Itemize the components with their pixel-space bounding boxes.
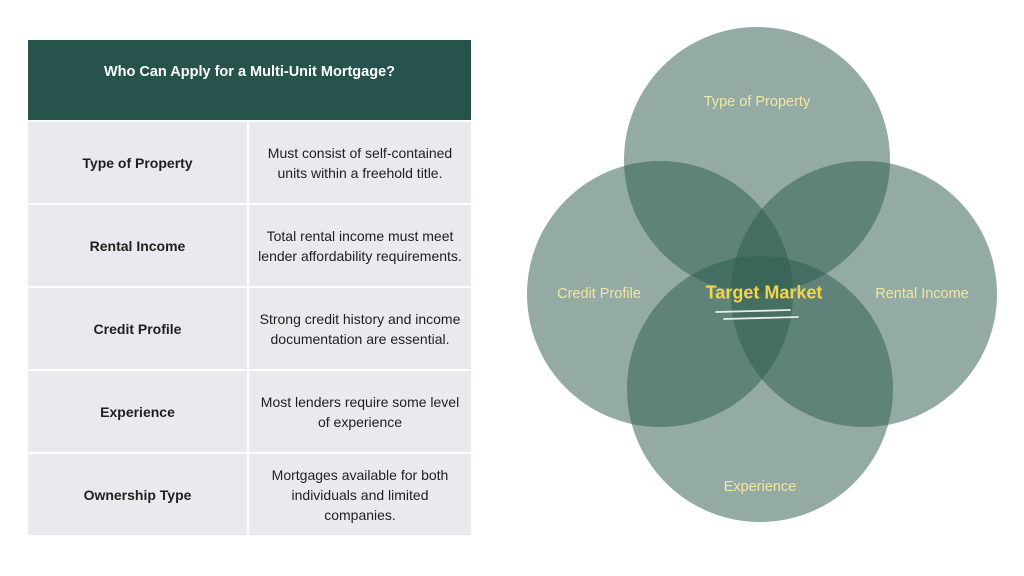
venn-label-right: Rental Income	[875, 286, 969, 302]
row-label: Rental Income	[28, 205, 247, 286]
venn-label-top: Type of Property	[703, 94, 811, 110]
row-label: Experience	[28, 371, 247, 452]
row-label: Credit Profile	[28, 288, 247, 369]
venn-circle-bottom	[627, 256, 893, 522]
table-title: Who Can Apply for a Multi-Unit Mortgage?	[28, 40, 471, 120]
row-description: Must consist of self-contained units wit…	[249, 122, 471, 203]
row-description: Strong credit history and income documen…	[249, 288, 471, 369]
row-description: Mortgages available for both individuals…	[249, 454, 471, 535]
underline-strokes	[715, 309, 799, 320]
row-label: Ownership Type	[28, 454, 247, 535]
row-description: Total rental income must meet lender aff…	[249, 205, 471, 286]
row-label: Type of Property	[28, 122, 247, 203]
row-description: Most lenders require some level of exper…	[249, 371, 471, 452]
venn-label-bottom: Experience	[723, 479, 797, 495]
venn-label-left: Credit Profile	[557, 286, 641, 302]
venn-center-label: Target Market	[705, 282, 823, 303]
eligibility-table: Who Can Apply for a Multi-Unit Mortgage?…	[28, 40, 471, 535]
